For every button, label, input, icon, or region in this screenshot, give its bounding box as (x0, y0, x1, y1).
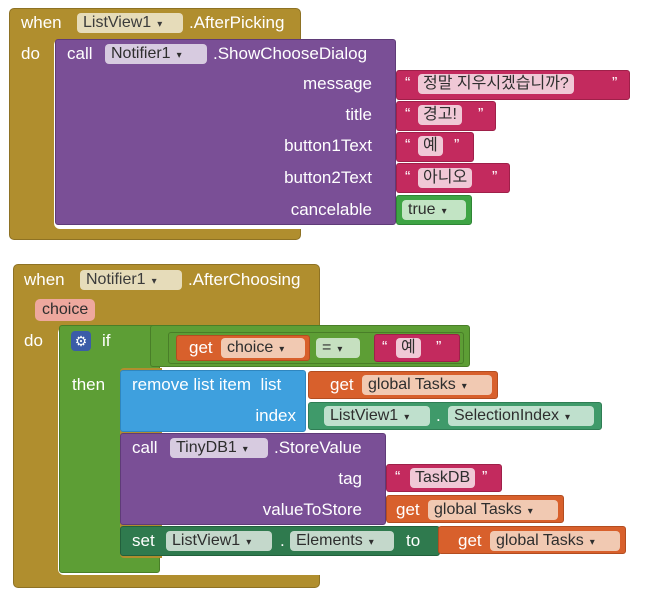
component-name: Notifier1 (111, 45, 171, 62)
variable-name: global Tasks (368, 376, 456, 393)
notifier-component-dropdown[interactable]: Notifier1 ▾ (105, 44, 207, 64)
listview-component-dropdown[interactable]: ListView1 ▾ (166, 531, 272, 551)
message-text-value[interactable]: 정말 지우시겠습니까? (418, 74, 574, 94)
do-label: do (21, 44, 40, 63)
chevron-down-icon: ▾ (151, 276, 157, 287)
get-label: get (458, 531, 482, 550)
chevron-down-icon: ▾ (157, 19, 163, 30)
listview-component-dropdown[interactable]: ListView1 ▾ (324, 406, 430, 426)
do-label: do (24, 331, 43, 350)
index-label: index (255, 406, 296, 425)
quote-open-icon: “ (405, 169, 411, 186)
chevron-down-icon: ▾ (337, 344, 343, 355)
dot-label: . (280, 531, 285, 550)
quote-close-icon: ” (436, 339, 442, 356)
method-name: .StoreValue (274, 438, 362, 457)
param-button2-label: button2Text (284, 168, 372, 187)
property-dropdown[interactable]: Elements ▾ (290, 531, 394, 551)
property-name: SelectionIndex (454, 407, 559, 424)
quote-open-icon: “ (405, 75, 411, 92)
chevron-down-icon: ▾ (461, 381, 467, 392)
call-show-choose-dialog-block[interactable] (55, 39, 396, 225)
quote-close-icon: ” (492, 169, 498, 186)
chevron-down-icon: ▾ (564, 412, 570, 423)
event-param-choice[interactable]: choice (35, 299, 96, 321)
list-label: list (260, 375, 282, 394)
get-label: get (396, 500, 420, 519)
notifier-component-dropdown[interactable]: Notifier1 ▾ (80, 270, 182, 290)
chevron-down-icon: ▾ (242, 444, 248, 455)
remove-list-item-block[interactable] (120, 370, 306, 432)
value-to-store-label: valueToStore (262, 500, 362, 519)
when-label: when (21, 13, 62, 32)
chevron-down-icon: ▾ (368, 537, 374, 548)
param-cancelable-label: cancelable (290, 200, 372, 219)
compare-text-value[interactable]: 예 (396, 338, 421, 358)
chevron-down-icon: ▾ (527, 506, 533, 517)
get-label: get (330, 375, 354, 394)
event-name: .AfterChoosing (188, 270, 301, 289)
gear-icon[interactable]: ⚙ (71, 331, 91, 351)
variable-name: global Tasks (496, 532, 584, 549)
property-dropdown[interactable]: SelectionIndex ▾ (448, 406, 594, 426)
remove-list-item-label: remove list item list (132, 375, 281, 395)
chevron-down-icon: ▾ (404, 412, 410, 423)
call-label: call (132, 438, 158, 457)
quote-close-icon: ” (482, 469, 488, 486)
method-name: .ShowChooseDialog (213, 44, 368, 63)
property-name: Elements (296, 532, 363, 549)
chevron-down-icon: ▾ (279, 344, 285, 355)
quote-close-icon: ” (454, 137, 460, 154)
chevron-down-icon: ▾ (246, 537, 252, 548)
get-label: get (189, 338, 213, 357)
title-text-value[interactable]: 경고! (418, 105, 462, 125)
tinydb-component-dropdown[interactable]: TinyDB1 ▾ (170, 438, 268, 458)
variable-dropdown[interactable]: global Tasks ▾ (428, 500, 558, 520)
quote-open-icon: “ (395, 469, 401, 486)
variable-dropdown[interactable]: global Tasks ▾ (362, 375, 492, 395)
quote-close-icon: ” (612, 75, 618, 92)
when-label: when (24, 270, 65, 289)
button1-text-value[interactable]: 예 (418, 136, 443, 156)
variable-dropdown[interactable]: global Tasks ▾ (490, 531, 620, 551)
to-label: to (406, 531, 421, 550)
event-name: .AfterPicking (189, 13, 285, 32)
component-name: ListView1 (330, 407, 399, 424)
chevron-down-icon: ▾ (176, 50, 182, 61)
variable-dropdown[interactable]: choice ▾ (221, 338, 305, 358)
variable-name: choice (227, 339, 274, 356)
chevron-down-icon: ▾ (441, 206, 447, 217)
chevron-down-icon: ▾ (589, 537, 595, 548)
component-name: Notifier1 (86, 271, 146, 288)
then-label: then (72, 375, 106, 394)
param-message-label: message (303, 74, 372, 93)
listview-component-dropdown[interactable]: ListView1 ▾ (77, 13, 183, 33)
boolean-dropdown[interactable]: true ▾ (402, 200, 466, 220)
quote-close-icon: ” (478, 106, 484, 123)
quote-open-icon: “ (382, 339, 388, 356)
if-label: if (102, 331, 111, 350)
dot-label: . (436, 406, 441, 425)
quote-open-icon: “ (405, 106, 411, 123)
param-title-label: title (345, 105, 372, 124)
boolean-value: true (408, 201, 436, 218)
tag-text-value[interactable]: TaskDB (410, 468, 476, 488)
call-label: call (67, 44, 93, 63)
variable-name: global Tasks (434, 501, 522, 518)
quote-open-icon: “ (405, 137, 411, 154)
set-label: set (132, 531, 155, 550)
component-name: TinyDB1 (176, 439, 237, 456)
tag-label: tag (338, 469, 362, 488)
remove-label: remove list item (132, 375, 252, 394)
component-name: ListView1 (172, 532, 241, 549)
param-button1-label: button1Text (284, 136, 372, 155)
component-name: ListView1 (83, 14, 152, 31)
operator: = (322, 339, 332, 356)
button2-text-value[interactable]: 아니오 (418, 168, 473, 188)
compare-operator-dropdown[interactable]: =▾ (316, 338, 360, 358)
